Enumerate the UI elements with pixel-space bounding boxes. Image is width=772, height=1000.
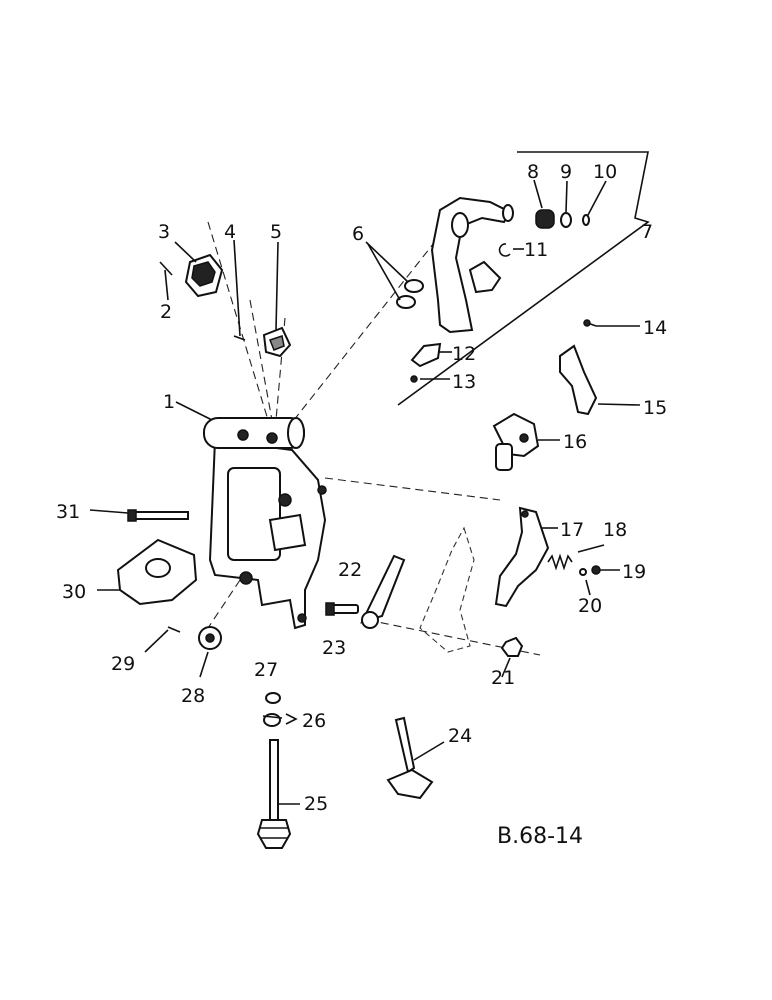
callout-21: 21 xyxy=(491,667,515,689)
part-28-gear xyxy=(198,626,222,650)
part-14-screw xyxy=(583,319,597,327)
part-19-nut xyxy=(591,565,601,575)
callout-30: 30 xyxy=(62,581,86,603)
part-18-spring xyxy=(547,553,573,571)
callout-19: 19 xyxy=(622,561,646,583)
callout-24: 24 xyxy=(448,725,472,747)
part-25-shaft xyxy=(256,739,292,849)
part-15-lever xyxy=(559,344,598,416)
callout-13: 13 xyxy=(452,371,476,393)
part-9-washer xyxy=(560,212,572,228)
callout-31: 31 xyxy=(56,501,80,523)
callout-22: 22 xyxy=(338,559,362,581)
callout-28: 28 xyxy=(181,685,205,707)
drawing-code: B.68-14 xyxy=(497,824,583,849)
part-17-plate xyxy=(494,506,550,608)
callout-16: 16 xyxy=(563,431,587,453)
callout-9: 9 xyxy=(560,161,572,183)
callout-1: 1 xyxy=(163,391,175,413)
callout-2: 2 xyxy=(160,301,172,323)
callout-5: 5 xyxy=(270,221,282,243)
callout-7: 7 xyxy=(641,221,653,243)
part-24-fork xyxy=(386,716,434,800)
part-11-clip xyxy=(498,243,511,257)
part-6-washers xyxy=(396,279,424,309)
part-23-bolt xyxy=(325,602,359,616)
part-20-ring xyxy=(579,568,587,576)
part-10-ring xyxy=(582,214,590,226)
part-5-gear xyxy=(262,326,292,358)
callout-12: 12 xyxy=(452,343,476,365)
part-12-plate xyxy=(410,342,442,368)
callout-labels: 1 2 3 4 5 6 7 8 9 10 11 12 13 14 15 16 1… xyxy=(56,161,667,815)
callout-4: 4 xyxy=(224,221,236,243)
callout-29: 29 xyxy=(111,653,135,675)
ghost-bracket xyxy=(419,526,475,653)
part-29-pin xyxy=(167,626,181,633)
callout-15: 15 xyxy=(643,397,667,419)
leader-lines xyxy=(89,179,641,805)
part-31-bolt xyxy=(127,509,189,522)
part-27-washer xyxy=(265,692,281,704)
part-4-pin xyxy=(233,335,246,341)
part-16-knob xyxy=(492,412,540,471)
callout-20: 20 xyxy=(578,595,602,617)
part-3-gear xyxy=(184,253,224,298)
callout-26: 26 xyxy=(302,710,326,732)
part-8-spacer xyxy=(535,209,555,229)
part-21-nut xyxy=(500,636,524,657)
callout-8: 8 xyxy=(527,161,539,183)
callout-18: 18 xyxy=(603,519,627,541)
callout-14: 14 xyxy=(643,317,667,339)
callout-17: 17 xyxy=(560,519,584,541)
callout-6: 6 xyxy=(352,223,364,245)
callout-25: 25 xyxy=(304,793,328,815)
callout-10: 10 xyxy=(593,161,617,183)
part-7-arm xyxy=(430,196,514,334)
group-bracket-7 xyxy=(397,151,650,406)
callout-27: 27 xyxy=(254,659,278,681)
part-22-lever xyxy=(360,554,406,629)
callout-26-arrow xyxy=(285,713,298,725)
part-30-bracket xyxy=(116,538,198,606)
callout-11: 11 xyxy=(524,239,548,261)
callout-23: 23 xyxy=(322,637,346,659)
part-1-main-bracket xyxy=(203,417,327,630)
part-13-screw xyxy=(410,375,418,383)
callout-3: 3 xyxy=(158,221,170,243)
part-2-pin xyxy=(159,261,173,276)
